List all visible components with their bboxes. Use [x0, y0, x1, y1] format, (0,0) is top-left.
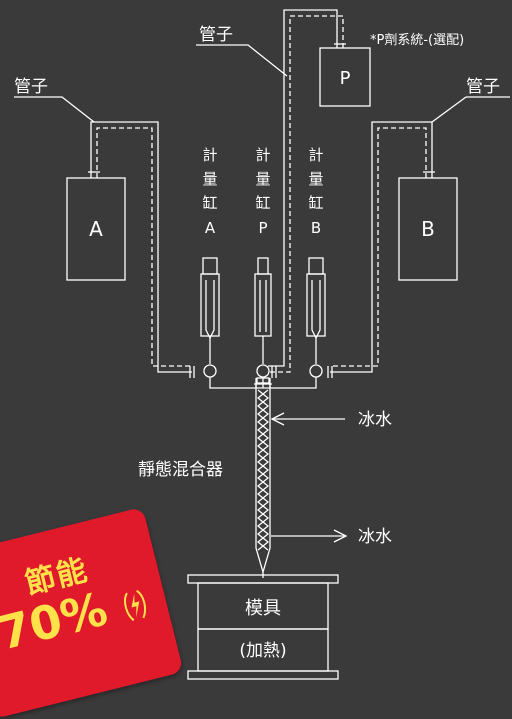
- static-mixer: [254, 377, 272, 578]
- pipe-p-inner: [268, 15, 344, 373]
- valve-p: [256, 364, 270, 378]
- meter-cylinder-p: [254, 257, 272, 364]
- tank-b-label: B: [421, 217, 435, 241]
- fitting-a: [189, 366, 195, 378]
- meter-label-a: 計 量 缸 A: [202, 146, 217, 237]
- label-p-system: *P劑系統-(選配): [370, 32, 464, 48]
- leader-pipe-top: [196, 44, 288, 77]
- fitting-b: [327, 366, 333, 378]
- meter-b-char1: 計: [308, 146, 323, 164]
- meter-p-char2: 量: [255, 170, 270, 188]
- label-pipe-top: 管子: [199, 25, 233, 45]
- process-diagram: A 管子 B 管子 P *P劑系統-(選配) 管子 計 量 缸 A 計 量 缸 …: [14, 9, 510, 680]
- meter-label-b: 計 量 缸 B: [308, 146, 323, 237]
- leader-pipe-right: [431, 96, 510, 123]
- meter-b-char3: 缸: [308, 194, 323, 212]
- meter-a-letter: A: [205, 219, 216, 237]
- energy-saving-badge: 節能 70%: [0, 506, 184, 719]
- label-ice-water-in: 冰水: [358, 410, 392, 430]
- pipe-a-inner: [96, 127, 192, 367]
- meter-a-char2: 量: [202, 170, 217, 188]
- tank-a-label: A: [89, 217, 103, 241]
- meter-p-char1: 計: [255, 146, 270, 164]
- meter-label-p: 計 量 缸 P: [255, 146, 270, 237]
- meter-cylinder-a: [200, 257, 220, 364]
- label-pipe-left: 管子: [14, 77, 48, 97]
- meter-b-letter: B: [311, 219, 321, 237]
- label-pipe-right: 管子: [466, 77, 500, 97]
- tank-b: [398, 177, 458, 281]
- leader-pipe-left: [14, 96, 95, 123]
- badge-value: 70%: [0, 581, 113, 661]
- valve-a: [203, 364, 217, 378]
- tank-p-label: P: [340, 68, 351, 89]
- lightning-bolt-icon: [124, 589, 147, 622]
- label-mixer: 靜態混合器: [138, 460, 223, 480]
- fitting-p: [271, 366, 277, 378]
- pipe-p-outer: [268, 9, 338, 367]
- tank-a: [66, 177, 126, 281]
- ice-water-in-arrow: [270, 412, 345, 426]
- pipe-b-outer: [330, 121, 433, 373]
- meter-b-char2: 量: [308, 170, 323, 188]
- meter-p-char3: 缸: [255, 194, 270, 212]
- label-ice-water-out: 冰水: [358, 527, 392, 547]
- meter-a-char3: 缸: [202, 194, 217, 212]
- label-mold: 模具: [245, 598, 281, 619]
- meter-p-letter: P: [258, 219, 267, 237]
- ice-water-out-arrow: [271, 529, 348, 543]
- pipe-a-outer: [90, 121, 192, 373]
- label-heating: (加熱): [239, 641, 286, 661]
- meter-a-char1: 計: [202, 146, 217, 164]
- valve-b: [309, 364, 323, 378]
- tank-p: [319, 47, 371, 107]
- mold: [187, 574, 339, 680]
- pipe-b-inner: [330, 127, 427, 367]
- meter-cylinder-b: [306, 257, 326, 364]
